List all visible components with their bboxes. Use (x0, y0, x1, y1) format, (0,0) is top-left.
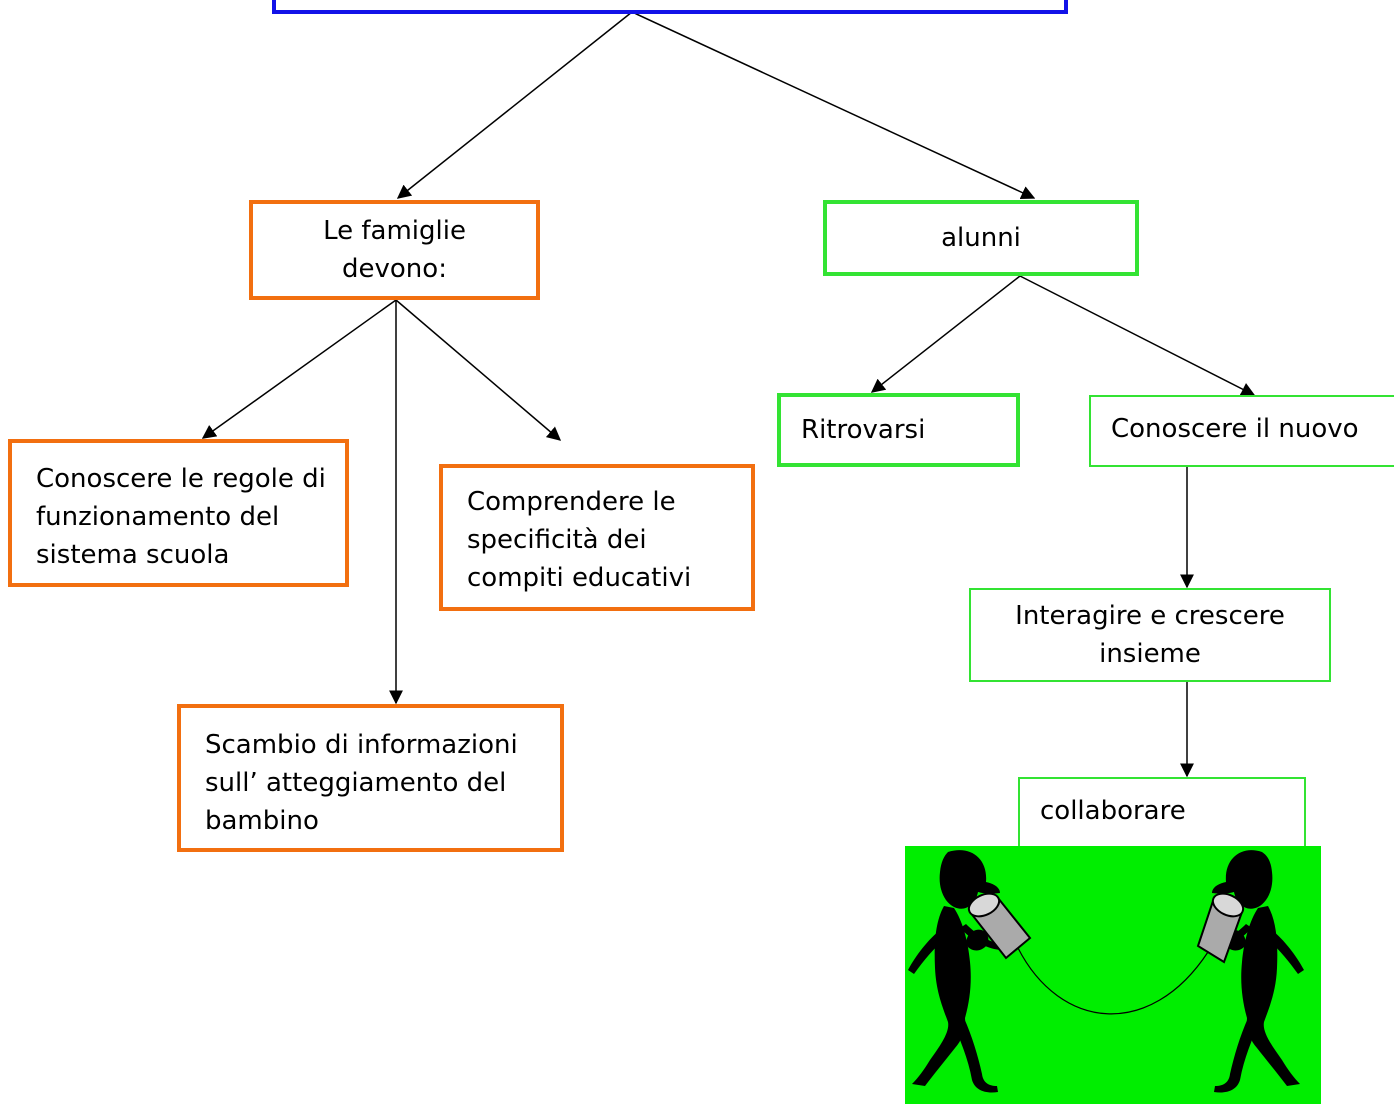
families-node: Le famiglie devono: (249, 200, 540, 300)
students-label: alunni (941, 223, 1021, 253)
right-tin-can (1196, 892, 1245, 964)
collaborate-label: collaborare (1040, 796, 1186, 826)
exchange-node: Scambio di informazioni sull’ atteggiame… (177, 704, 564, 852)
specifics-label: Comprendere le specificità dei compiti e… (467, 487, 692, 593)
arrow-students-to-discover (1019, 275, 1256, 396)
discover-label: Conoscere il nuovo (1111, 414, 1359, 444)
exchange-label: Scambio di informazioni sull’ atteggiame… (205, 730, 518, 836)
specifics-node: Comprendere le specificità dei compiti e… (439, 464, 755, 611)
arrow-students-to-reunite (870, 275, 1021, 393)
students-node: alunni (823, 200, 1139, 276)
interact-label: Interagire e crescere insieme (1015, 601, 1285, 669)
discover-node: Conoscere il nuovo (1089, 395, 1394, 467)
arrow-root-to-families (396, 11, 633, 199)
left-tin-can (967, 892, 1032, 960)
rules-label: Conoscere le regole di funzionamento del… (36, 464, 326, 570)
arrow-root-to-students (631, 11, 1036, 200)
interact-node: Interagire e crescere insieme (969, 588, 1331, 682)
families-label: Le famiglie devono: (323, 216, 466, 284)
telephone-string (1017, 947, 1209, 1015)
arrow-families-to-rules (201, 299, 397, 439)
reunite-label: Ritrovarsi (801, 415, 926, 445)
collaborate-node: collaborare (1018, 777, 1306, 851)
left-person-figure (908, 850, 1002, 1093)
reunite-node: Ritrovarsi (777, 393, 1020, 467)
arrow-families-to-specifics (395, 299, 562, 441)
root-node-box (272, 0, 1068, 14)
rules-node: Conoscere le regole di funzionamento del… (8, 439, 349, 587)
